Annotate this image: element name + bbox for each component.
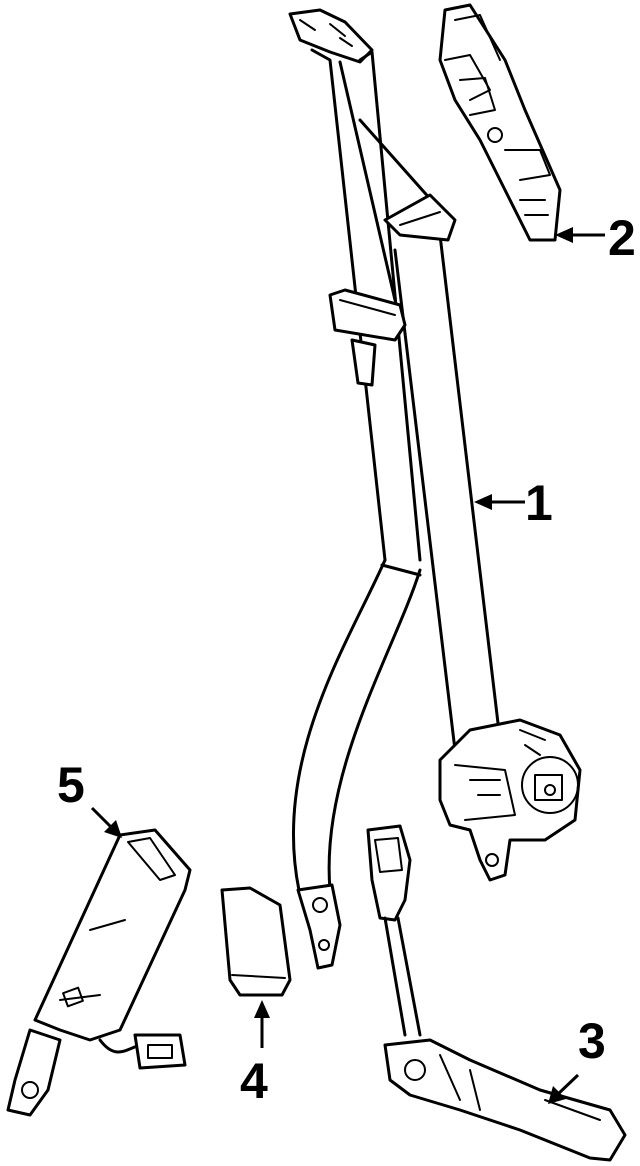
callout-5: 5 [57, 757, 85, 813]
height-adjuster-part-2 [438, 3, 562, 242]
arrow-4 [254, 1000, 270, 1048]
callout-2: 2 [608, 210, 636, 266]
callout-3: 3 [578, 1013, 606, 1069]
seat-belt-assembly-part-1 [288, 8, 582, 970]
cover-part-4 [220, 886, 292, 997]
arrow-5 [90, 806, 122, 838]
callout-4: 4 [240, 1053, 268, 1109]
leader-arrows [90, 227, 605, 1104]
arrow-3 [548, 1073, 580, 1104]
arrow-1 [474, 494, 525, 510]
buckle-part-3 [366, 824, 627, 1162]
callout-1: 1 [525, 475, 553, 531]
buckle-part-5 [6, 828, 192, 1117]
arrow-2 [555, 227, 605, 243]
